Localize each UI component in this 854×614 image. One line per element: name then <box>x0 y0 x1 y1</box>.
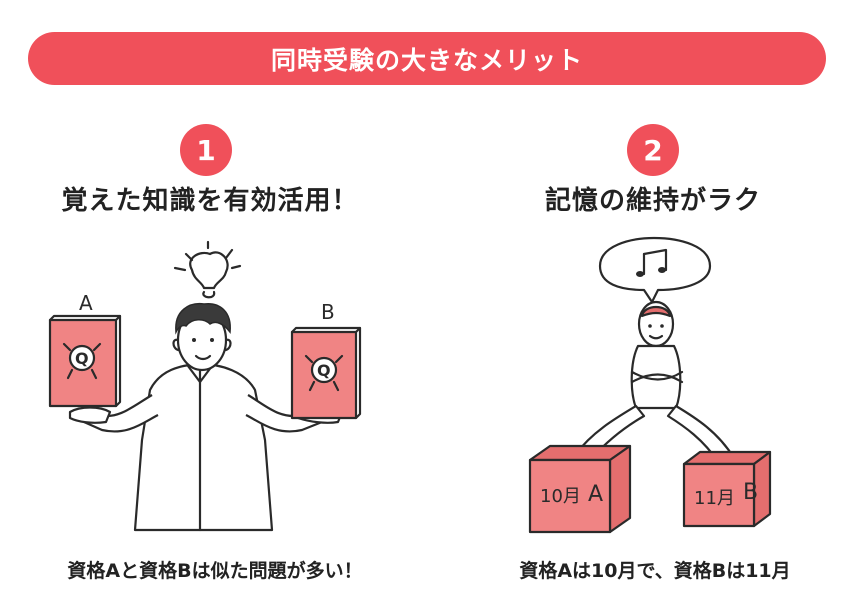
music-note-icon <box>636 248 668 277</box>
book-a-mark: Q <box>75 349 89 368</box>
book-a-label: A <box>79 291 93 315</box>
left-caption: 資格Aと資格Bは似た問題が多い！ <box>67 560 363 582</box>
box-b <box>682 450 772 528</box>
box-a <box>528 444 632 534</box>
person-on-boxes-illustration <box>528 236 772 534</box>
box-a-month: 10月 <box>540 486 581 507</box>
box-a-label: A <box>588 482 604 507</box>
number-badge-1: 1 <box>180 124 232 176</box>
title-banner: 同時受験の大きなメリット <box>28 32 826 85</box>
book-b-label: B <box>321 300 335 324</box>
book-b <box>290 326 362 420</box>
right-caption: 資格Aは10月で、資格Bは11月 <box>519 560 791 582</box>
badge-number: 1 <box>196 133 216 167</box>
box-b-label: B <box>743 480 759 505</box>
book-a <box>48 314 122 408</box>
box-b-month: 11月 <box>694 488 735 509</box>
person-with-books-illustration <box>48 240 362 532</box>
badge-number: 2 <box>643 133 663 167</box>
lightbulb-icon <box>173 240 242 299</box>
left-heading: 覚えた知識を有効活用！ <box>61 186 359 216</box>
number-badge-2: 2 <box>627 124 679 176</box>
book-b-mark: Q <box>317 361 331 380</box>
right-heading: 記憶の維持がラク <box>544 186 761 216</box>
banner-title: 同時受験の大きなメリット <box>270 45 583 75</box>
